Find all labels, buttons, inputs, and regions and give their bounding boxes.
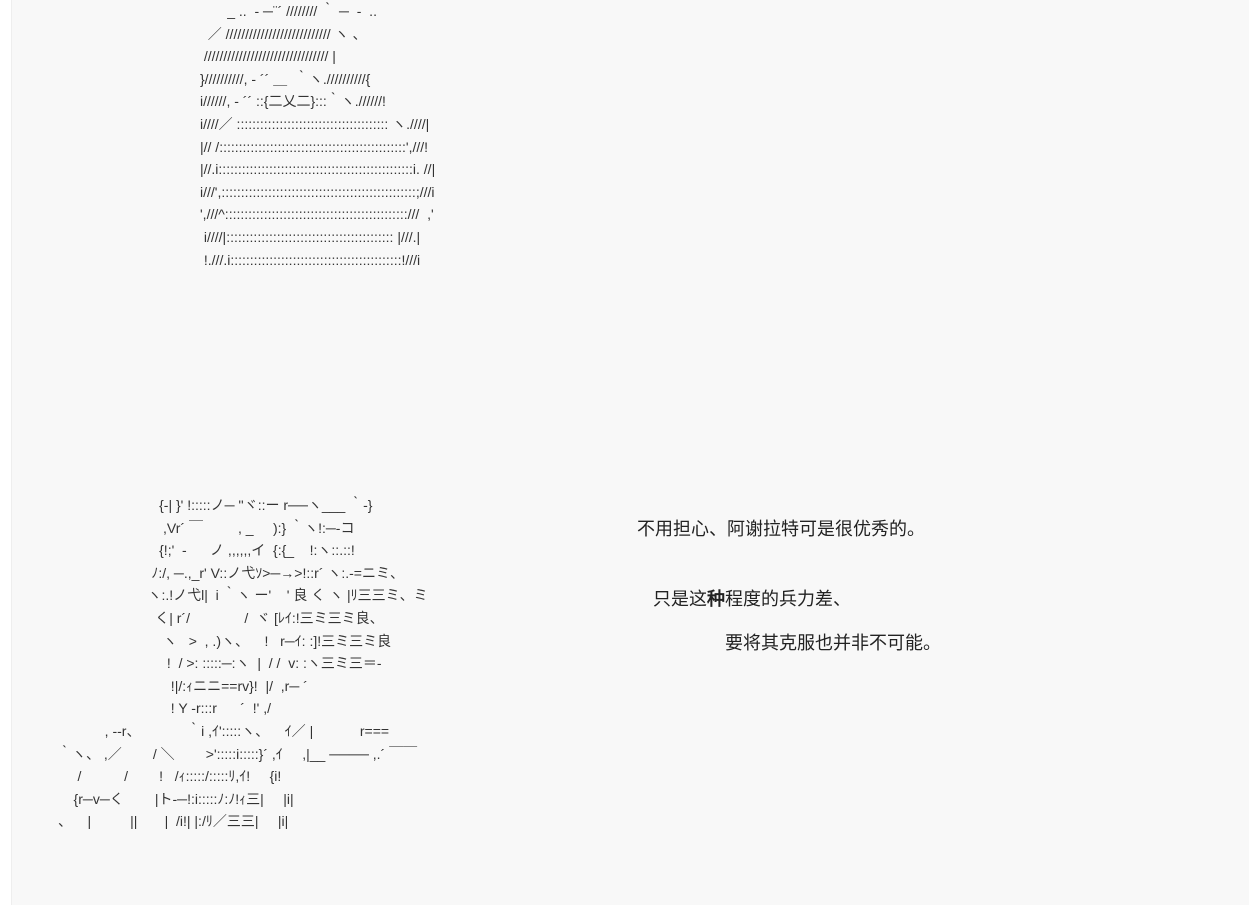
ascii-art-line: く| r´/ / ヾ [ﾚｲ:!三ミ三ミ良、 (58, 609, 384, 626)
ascii-art-line: ',///^::::::::::::::::::::::::::::::::::… (200, 206, 434, 223)
content-panel (11, 0, 1249, 905)
ascii-art-line: {-| }' !:::::ノ─ ''ヾ::ー r──ヽ___ ｀-} (58, 497, 373, 513)
ascii-art-line: i////|::::::::::::::::::::::::::::::::::… (200, 228, 421, 245)
ascii-art-line: ,Vr´ ￣ , _ ):} ｀ヽ!:─-コ (58, 519, 355, 536)
ascii-art-line: ! / >: :::::─:ヽ | / / v: :ヽ三ミ三＝- (58, 655, 382, 672)
ascii-art-top: _ .. - ─¨´ //////// ｀ ─ - .. ／ /////////… (200, 0, 435, 271)
dialogue-line-2: 只是这种程度的兵力差、 (653, 585, 851, 611)
ascii-art-line: ﾉ:/, ─.,_r' V::ノ弋ｿ>─→>!::r´ ヽ:.-=ニミ、 (58, 564, 404, 581)
ascii-art-line: i///',::::::::::::::::::::::::::::::::::… (200, 183, 435, 200)
dialogue-line-3: 要将其克服也并非不可能。 (725, 633, 941, 654)
ascii-art-line: }//////////, - ´´ ＿ ｀ヽ.//////////{ (200, 70, 371, 87)
ascii-art-line: 、 | || | /i!| |:/ﾘ／三三| |i| (58, 813, 289, 830)
ascii-art-line: {!;' - ノ ,,,,,,イ {:{_ !:ヽ::.::! (58, 542, 355, 559)
ascii-art-line: , --r、 ｀i ,ｲ':::::ヽ、 ｲ／ | r=== (58, 722, 390, 739)
dialogue-line-2-post: 程度的兵力差、 (725, 589, 851, 610)
ascii-art-line: ヽ > , .)ヽ、 ! r─ｲ: :]!三ミ三ミ良 (58, 632, 392, 649)
dialogue-line-2-bold: 种 (707, 589, 725, 610)
dialogue-line-2-pre: 只是这 (653, 589, 707, 610)
ascii-art-line: i//////, - ´´ ::{二乂二}:::｀ヽ.//////! (200, 93, 386, 110)
ascii-art-line: i////／ :::::::::::::::::::::::::::::::::… (200, 115, 430, 132)
ascii-art-line: !|/:ｨニニ==rv}! |/ ,r─ ´ (58, 677, 308, 694)
ascii-art-line: ! Y -r:::r ´ !' ,/ (58, 700, 271, 717)
ascii-art-bottom: {-| }' !:::::ノ─ ''ヾ::ー r──ヽ___ ｀-} ,Vr´ … (58, 494, 428, 833)
ascii-art-line: ヽ:.!ノ弋l| i ｀ヽ ー' ' 良 く ヽ |ﾘ三三ミ、ミ (58, 587, 428, 604)
ascii-art-line: {r─v─く |ト-─!:i:::::ﾉ:ﾉ!ｨ三| |i| (58, 790, 294, 807)
ascii-art-line: ／ /////////////////////////// ヽ 、 (200, 25, 367, 42)
ascii-art-line: ｀ヽ、 ,／ / ＼ >':::::i:::::}´ ,ｲ ,|__ ──── … (58, 745, 418, 762)
dialogue-line-1: 不用担心、阿谢拉特可是很优秀的。 (637, 519, 925, 540)
ascii-art-line: |//.i:::::::::::::::::::::::::::::::::::… (200, 161, 436, 178)
ascii-art-line: |// /:::::::::::::::::::::::::::::::::::… (200, 138, 429, 155)
ascii-art-line: !.///.i:::::::::::::::::::::::::::::::::… (200, 251, 421, 268)
ascii-art-line: / / ! /ｨ:::::/:::::ﾘ,ｲ! {i! (58, 768, 282, 785)
ascii-art-line: _ .. - ─¨´ //////// ｀ ─ - .. (200, 3, 377, 19)
ascii-art-line: //////////////////////////////// | (200, 48, 336, 65)
